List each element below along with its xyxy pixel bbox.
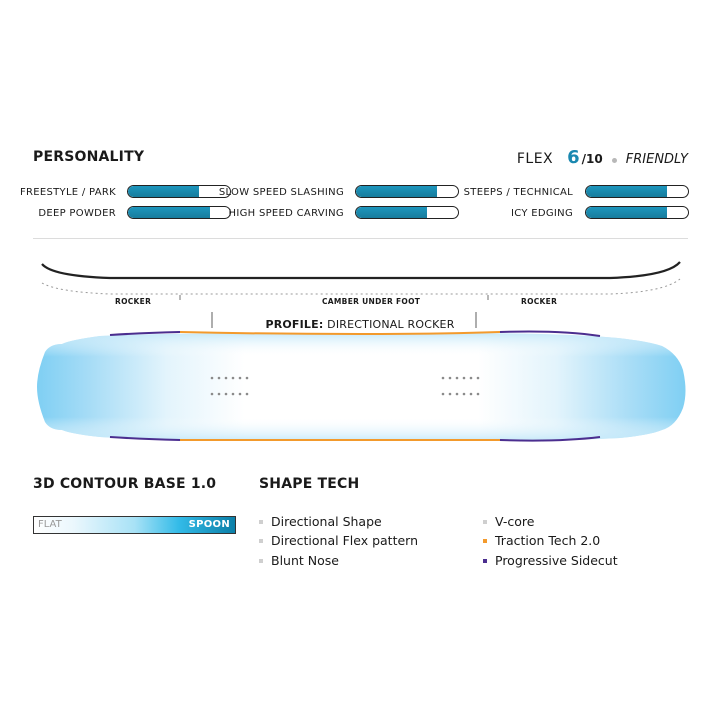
profile-reference-line [41, 278, 681, 295]
flex-label: FLEX [516, 151, 554, 167]
tech-item: Directional Shape [259, 514, 382, 529]
sidecut-edge [109, 331, 181, 336]
rating-bar-icy-edging [585, 206, 689, 219]
rating-label-slow-speed: SLOW SPEED SLASHING [218, 187, 344, 198]
flex-descriptor: FRIENDLY [625, 152, 688, 167]
zone-label-camber: CAMBER UNDER FOOT [319, 297, 424, 306]
board-base-shading [37, 333, 686, 441]
rating-bar-steeps [585, 185, 689, 198]
tech-item-label: Blunt Nose [271, 553, 339, 568]
rating-fill [586, 207, 667, 218]
bullet-square-icon [259, 519, 263, 524]
tech-item-label: Directional Shape [271, 514, 382, 529]
flex-max: /10 [581, 152, 603, 166]
rating-bar-slow-speed [355, 185, 459, 198]
profile-label-value: DIRECTIONAL ROCKER [327, 318, 455, 331]
sidecut-edge [499, 436, 601, 442]
board-profile-line [41, 261, 681, 280]
tech-item: Directional Flex pattern [259, 533, 418, 548]
bullet-square-icon [483, 538, 487, 543]
rating-label-steeps: STEEPS / TECHNICAL [463, 187, 573, 198]
personality-title: PERSONALITY [33, 149, 145, 165]
contour-title: 3D CONTOUR BASE 1.0 [33, 476, 217, 492]
profile-label-key: PROFILE: [265, 318, 324, 331]
tech-item: Blunt Nose [259, 553, 339, 568]
contour-scale-bar: FLAT SPOON [33, 516, 236, 534]
flex-value: 6 [567, 147, 580, 168]
profile-label: PROFILE: DIRECTIONAL ROCKER [0, 318, 720, 331]
rating-fill [128, 186, 200, 197]
bullet-square-icon [483, 558, 487, 563]
section-divider [33, 238, 688, 239]
rating-label-icy-edging: ICY EDGING [511, 208, 573, 219]
zone-label-rocker-nose: ROCKER [112, 297, 155, 306]
separator-dot-icon [611, 158, 617, 163]
bullet-square-icon [259, 558, 263, 563]
traction-edge-top [179, 331, 501, 336]
tech-item: Traction Tech 2.0 [483, 533, 600, 548]
shape-tech-title: SHAPE TECH [259, 476, 360, 492]
rating-fill [586, 186, 667, 197]
zone-label-rocker-tail: ROCKER [518, 297, 561, 306]
tech-item-label: Directional Flex pattern [271, 533, 419, 548]
rating-bar-freestyle [127, 185, 231, 198]
binding-inserts-front [210, 376, 249, 396]
rating-label-deep-powder: DEEP POWDER [38, 208, 116, 219]
contour-left-label: FLAT [38, 519, 62, 530]
binding-inserts-rear [441, 376, 480, 396]
tech-item-label: Traction Tech 2.0 [495, 533, 601, 548]
rating-fill [356, 186, 437, 197]
rating-bar-deep-powder [127, 206, 231, 219]
rating-fill [128, 207, 210, 218]
board-top-view [37, 312, 686, 442]
flex-rating: FLEX 6 /10 FRIENDLY [517, 147, 688, 168]
tech-item-label: V-core [495, 514, 535, 529]
rating-bar-high-speed [355, 206, 459, 219]
rating-label-high-speed: HIGH SPEED CARVING [228, 208, 344, 219]
bullet-square-icon [483, 519, 487, 524]
tech-item-label: Progressive Sidecut [495, 553, 618, 568]
board-profile-side-view [41, 261, 681, 300]
tech-item: Progressive Sidecut [483, 553, 618, 568]
sidecut-edge [109, 436, 181, 441]
rating-fill [356, 207, 428, 218]
sidecut-edge [499, 330, 601, 337]
bullet-square-icon [259, 538, 263, 543]
contour-right-label: SPOON [188, 519, 230, 530]
rating-label-freestyle: FREESTYLE / PARK [19, 187, 116, 198]
tech-item: V-core [483, 514, 534, 529]
